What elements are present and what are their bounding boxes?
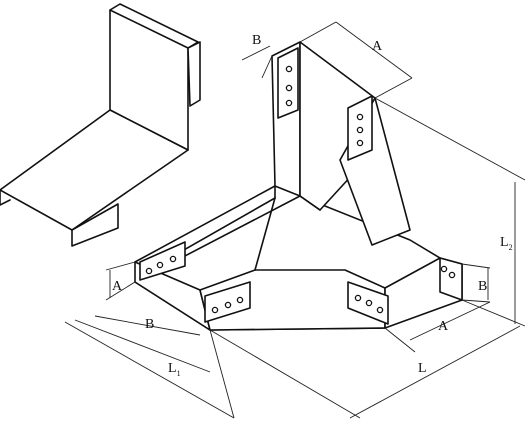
bolt-hole <box>285 65 293 73</box>
bolt-hole <box>356 139 364 147</box>
bolt-hole <box>376 306 384 314</box>
branch-corner-edge <box>299 195 321 211</box>
cover-lower-flange <box>71 203 119 247</box>
connector-plate-end <box>440 265 456 279</box>
connector-plate-top-right <box>347 95 373 161</box>
label-l2: L2 <box>500 235 513 252</box>
right-arm-end <box>439 257 463 301</box>
label-l-bottom: L <box>418 361 427 376</box>
bolt-hole <box>236 296 244 304</box>
inner-corner-edge <box>254 197 276 271</box>
bolt-hole <box>356 126 364 134</box>
connector-plate-left <box>139 241 186 281</box>
connector-plate-top-left <box>277 47 299 119</box>
cover-plate-exploded <box>0 3 201 247</box>
label-b-top: B <box>252 33 261 48</box>
bolt-hole <box>285 99 293 107</box>
dimension-lines <box>64 21 526 419</box>
label-a-top: A <box>372 39 383 54</box>
dimension-labels: B A A B B A L1 L2 L <box>112 33 513 378</box>
bolt-hole <box>224 301 232 309</box>
bolt-hole <box>169 255 177 263</box>
label-a-right: A <box>438 319 449 334</box>
label-b-right: B <box>478 279 487 294</box>
cover-left-flange <box>0 189 11 206</box>
bolt-hole <box>285 84 293 92</box>
label-b-left: B <box>145 317 154 332</box>
tee-body <box>134 41 463 331</box>
bolt-hole <box>145 267 153 275</box>
connector-plate-front <box>204 281 251 323</box>
bolt-hole <box>440 265 448 273</box>
connector-plate-right <box>347 281 389 325</box>
bolt-hole <box>356 113 364 121</box>
bolt-hole <box>365 299 373 307</box>
bolt-hole <box>354 294 362 302</box>
label-l1: L1 <box>168 361 181 378</box>
bolt-hole <box>156 261 164 269</box>
bolt-hole <box>211 306 219 314</box>
label-a-left: A <box>112 279 123 294</box>
bolt-hole <box>448 271 456 279</box>
cover-right-flange <box>187 41 201 107</box>
